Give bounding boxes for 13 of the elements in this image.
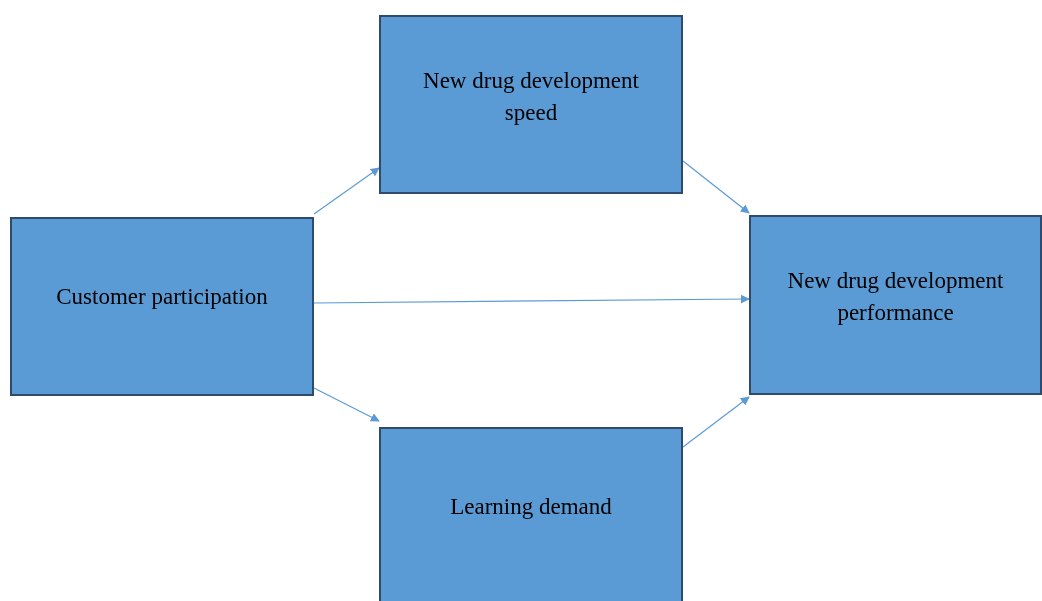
process-box: [379, 15, 683, 194]
box-label: New drug development performance: [786, 267, 1005, 328]
process-box: [749, 215, 1042, 395]
box-label: Learning demand: [450, 493, 612, 521]
arrow: [313, 387, 380, 422]
box-label: Customer participation: [56, 283, 268, 312]
arrow: [682, 396, 750, 448]
arrow: [682, 160, 750, 214]
box-label: New drug development speed: [422, 67, 640, 128]
process-box: [10, 217, 314, 396]
arrow: [313, 167, 380, 215]
process-box: [379, 427, 683, 601]
arrow: [313, 294, 750, 304]
